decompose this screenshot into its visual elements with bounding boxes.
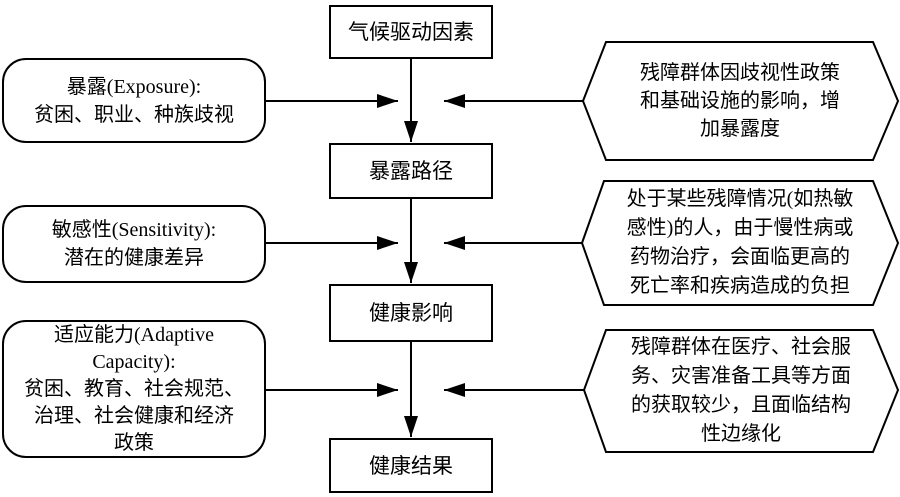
note-access-text: 残障群体在医疗、社会服 务、灾害准备工具等方面 的获取较少，且面临结构 性边缘化 <box>631 336 851 445</box>
node-exposure-pathway: 暴露路径 <box>329 143 493 199</box>
hexagon-shapes <box>580 41 900 453</box>
node-climate-drivers: 气候驱动因素 <box>329 5 493 59</box>
factor-exposure: 暴露(Exposure): 贫困、职业、种族歧视 <box>2 58 266 143</box>
note-sensitivity-text: 处于某些残障情况(如热敏 感性)的人，由于慢性病或 药物治疗，会面临更高的 死亡… <box>626 188 854 297</box>
hexagon-sensitivity-note <box>580 180 900 306</box>
right-arrows <box>444 94 584 397</box>
factor-adaptive-capacity: 适应能力(Adaptive Capacity): 贫困、教育、社会规范、 治理、… <box>2 320 266 458</box>
node-health-impacts: 健康影响 <box>329 284 493 342</box>
left-arrows <box>264 94 398 397</box>
hexagon-exposure-note <box>581 41 900 161</box>
node-health-outcomes: 健康结果 <box>329 438 493 493</box>
hexagon-access-note <box>582 329 900 453</box>
note-exposure-text: 残障群体因歧视性政策 和基础设施的影响，增 加暴露度 <box>640 62 840 140</box>
factor-sensitivity: 敏感性(Sensitivity): 潜在的健康差异 <box>2 205 266 283</box>
